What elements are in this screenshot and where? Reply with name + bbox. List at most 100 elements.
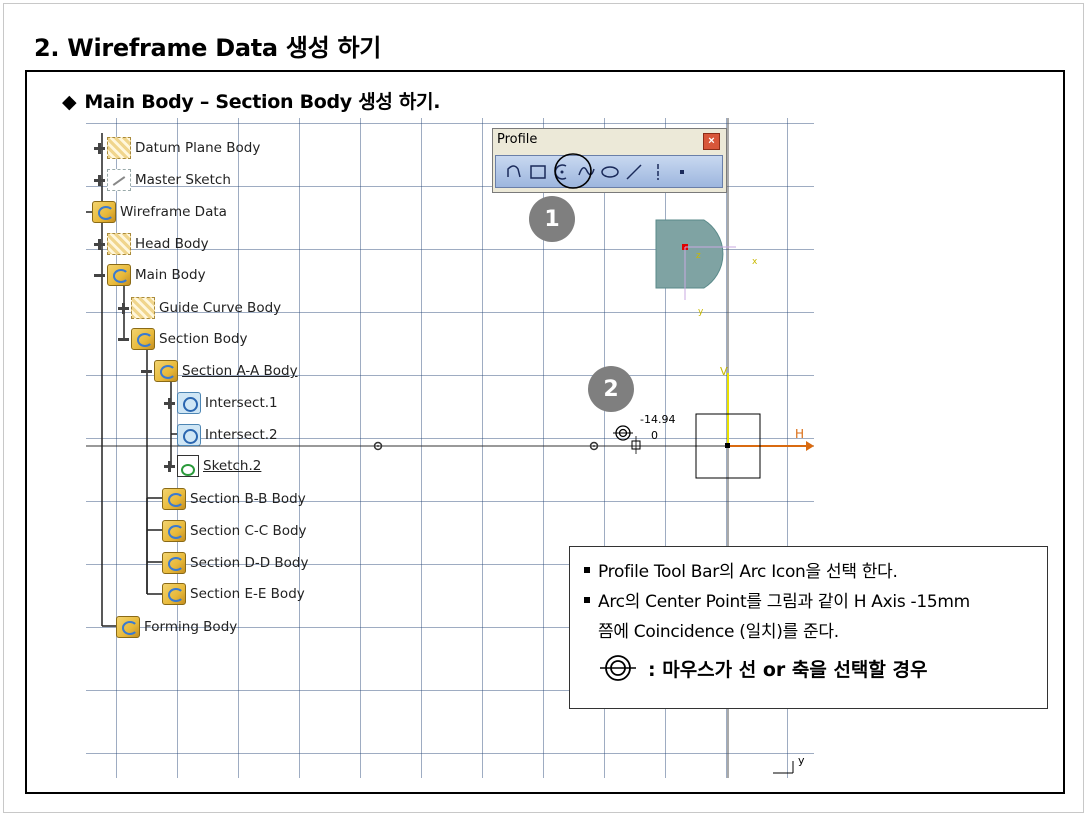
tree-item-master-sketch[interactable]: Master Sketch <box>94 169 231 191</box>
collapse-icon[interactable] <box>94 270 105 281</box>
tree-item-head-body[interactable]: Head Body <box>94 233 209 255</box>
tree-item-section-e-e-body[interactable]: Section E-E Body <box>162 583 305 605</box>
rectangle-icon[interactable] <box>528 161 548 183</box>
axis-icon[interactable] <box>648 161 668 183</box>
instruction-line-2: Arc의 Center Point를 그림과 같이 H Axis -15mm <box>584 587 1033 617</box>
expand-icon[interactable] <box>94 174 105 186</box>
slide-border <box>3 3 1084 813</box>
cursor-coordinate-y: 0 <box>651 429 658 442</box>
tree-item-label: Section A-A Body <box>182 363 298 379</box>
expand-icon[interactable] <box>94 238 105 250</box>
tree-item-label: Section E-E Body <box>190 586 305 602</box>
origin-point <box>725 443 730 448</box>
arc-icon-highlight-circle <box>554 153 592 189</box>
tree-item-sketch-2[interactable]: Sketch.2 <box>164 455 261 477</box>
toolbar-title: Profile <box>497 132 538 147</box>
geometrical-set-icon <box>116 616 140 638</box>
tree-item-section-d-d-body[interactable]: Section D-D Body <box>162 552 308 574</box>
profile-toolbar[interactable]: Profile × <box>492 128 727 193</box>
line-icon[interactable] <box>624 161 644 183</box>
tree-item-label: Section B-B Body <box>190 491 306 507</box>
tree-item-forming-body[interactable]: Forming Body <box>116 616 237 638</box>
tree-item-label: Section D-D Body <box>190 555 309 571</box>
subtitle-text: Main Body – Section Body 생성 하기. <box>84 91 441 113</box>
svg-text:z: z <box>696 251 701 261</box>
tree-item-label: Sketch.2 <box>203 458 262 474</box>
tree-item-section-c-c-body[interactable]: Section C-C Body <box>162 520 307 542</box>
compass-y-label: y <box>798 754 805 767</box>
callout-badge-1: 1 <box>529 196 575 242</box>
instruction-text: 쯤에 Coincidence (일치)를 준다. <box>598 622 839 642</box>
point-icon[interactable] <box>672 161 692 183</box>
profile-icon[interactable] <box>504 161 524 183</box>
intersect-icon <box>177 424 201 446</box>
tree-item-label: Section Body <box>159 331 248 347</box>
page-title: 2. Wireframe Data 생성 하기 <box>34 34 382 62</box>
tree-item-label: Datum Plane Body <box>135 140 261 156</box>
tree-item-intersect-2[interactable]: Intersect.2 <box>177 424 278 446</box>
tree-item-label: Section C-C Body <box>190 523 307 539</box>
tree-item-label: Main Body <box>135 267 206 283</box>
svg-text:x: x <box>752 257 758 267</box>
svg-text:y: y <box>698 307 704 317</box>
toolbar-icon-row <box>495 155 723 188</box>
v-axis-label: V <box>720 365 728 378</box>
geometrical-set-icon <box>162 520 186 542</box>
instruction-text: Arc의 Center Point를 그림과 같이 H Axis -15mm <box>598 592 970 612</box>
geometrical-set-icon <box>131 328 155 350</box>
instruction-box: Profile Tool Bar의 Arc Icon을 선택 한다. Arc의 … <box>569 546 1048 709</box>
expand-icon[interactable] <box>164 397 175 409</box>
body-icon <box>131 297 155 319</box>
expand-icon[interactable] <box>164 460 175 472</box>
tree-item-wireframe-data[interactable]: Wireframe Data <box>92 201 227 223</box>
tree-item-guide-curve-body[interactable]: Guide Curve Body <box>118 297 281 319</box>
tree-item-label: Guide Curve Body <box>159 300 282 316</box>
close-icon[interactable]: × <box>703 133 720 150</box>
tree-item-section-body[interactable]: Section Body <box>118 328 248 350</box>
spline-icon[interactable] <box>576 161 596 183</box>
expand-icon[interactable] <box>94 142 105 154</box>
h-axis-arrow <box>806 441 814 451</box>
tree-item-section-a-a-body[interactable]: Section A-A Body <box>141 360 298 382</box>
geometrical-set-icon <box>92 201 116 223</box>
tree-item-label: Intersect.1 <box>205 395 278 411</box>
tree-item-label: Head Body <box>135 236 209 252</box>
instruction-line-1: Profile Tool Bar의 Arc Icon을 선택 한다. <box>584 557 1033 587</box>
axis-point-2 <box>589 441 599 451</box>
h-axis-label: H <box>795 427 805 441</box>
coincidence-legend: : 마우스가 선 or 축을 선택할 경우 <box>584 653 1033 683</box>
ellipse-icon[interactable] <box>600 161 620 183</box>
tree-item-section-b-b-body[interactable]: Section B-B Body <box>162 488 306 510</box>
profile-preview-shape <box>655 219 724 289</box>
tree-item-label: Forming Body <box>144 619 238 635</box>
tree-item-label: Intersect.2 <box>205 427 278 443</box>
diamond-bullet-icon: ◆ <box>62 91 77 113</box>
instruction-text: Profile Tool Bar의 Arc Icon을 선택 한다. <box>598 562 898 582</box>
body-icon <box>107 233 131 255</box>
instruction-line-3: 쯤에 Coincidence (일치)를 준다. <box>584 617 1033 647</box>
bullet-square-icon <box>584 597 590 603</box>
tree-item-intersect-1[interactable]: Intersect.1 <box>164 392 278 414</box>
origin-box <box>695 413 761 479</box>
legend-text: : 마우스가 선 or 축을 선택할 경우 <box>648 658 928 681</box>
datum-plane-icon <box>107 137 131 159</box>
coincidence-symbol-icon <box>600 655 636 681</box>
specification-tree: Datum Plane Body Master Sketch Wireframe… <box>86 118 814 778</box>
expand-icon[interactable] <box>118 302 129 314</box>
geometrical-set-icon <box>162 552 186 574</box>
intersect-icon <box>177 392 201 414</box>
section-subtitle: ◆ Main Body – Section Body 생성 하기. <box>62 87 440 114</box>
geometrical-set-icon <box>154 360 178 382</box>
tree-item-label: Wireframe Data <box>120 204 227 220</box>
collapse-icon[interactable] <box>141 366 152 377</box>
geometrical-set-icon <box>162 488 186 510</box>
geometrical-set-icon <box>107 264 131 286</box>
cursor-coordinate-x: -14.94 <box>640 413 676 426</box>
sketch-icon <box>177 455 199 477</box>
tree-item-label: Master Sketch <box>135 172 231 188</box>
tree-item-datum-plane-body[interactable]: Datum Plane Body <box>94 137 260 159</box>
tree-item-main-body[interactable]: Main Body <box>94 264 206 286</box>
callout-badge-2: 2 <box>588 366 634 412</box>
bullet-square-icon <box>584 567 590 573</box>
collapse-icon[interactable] <box>118 334 129 345</box>
